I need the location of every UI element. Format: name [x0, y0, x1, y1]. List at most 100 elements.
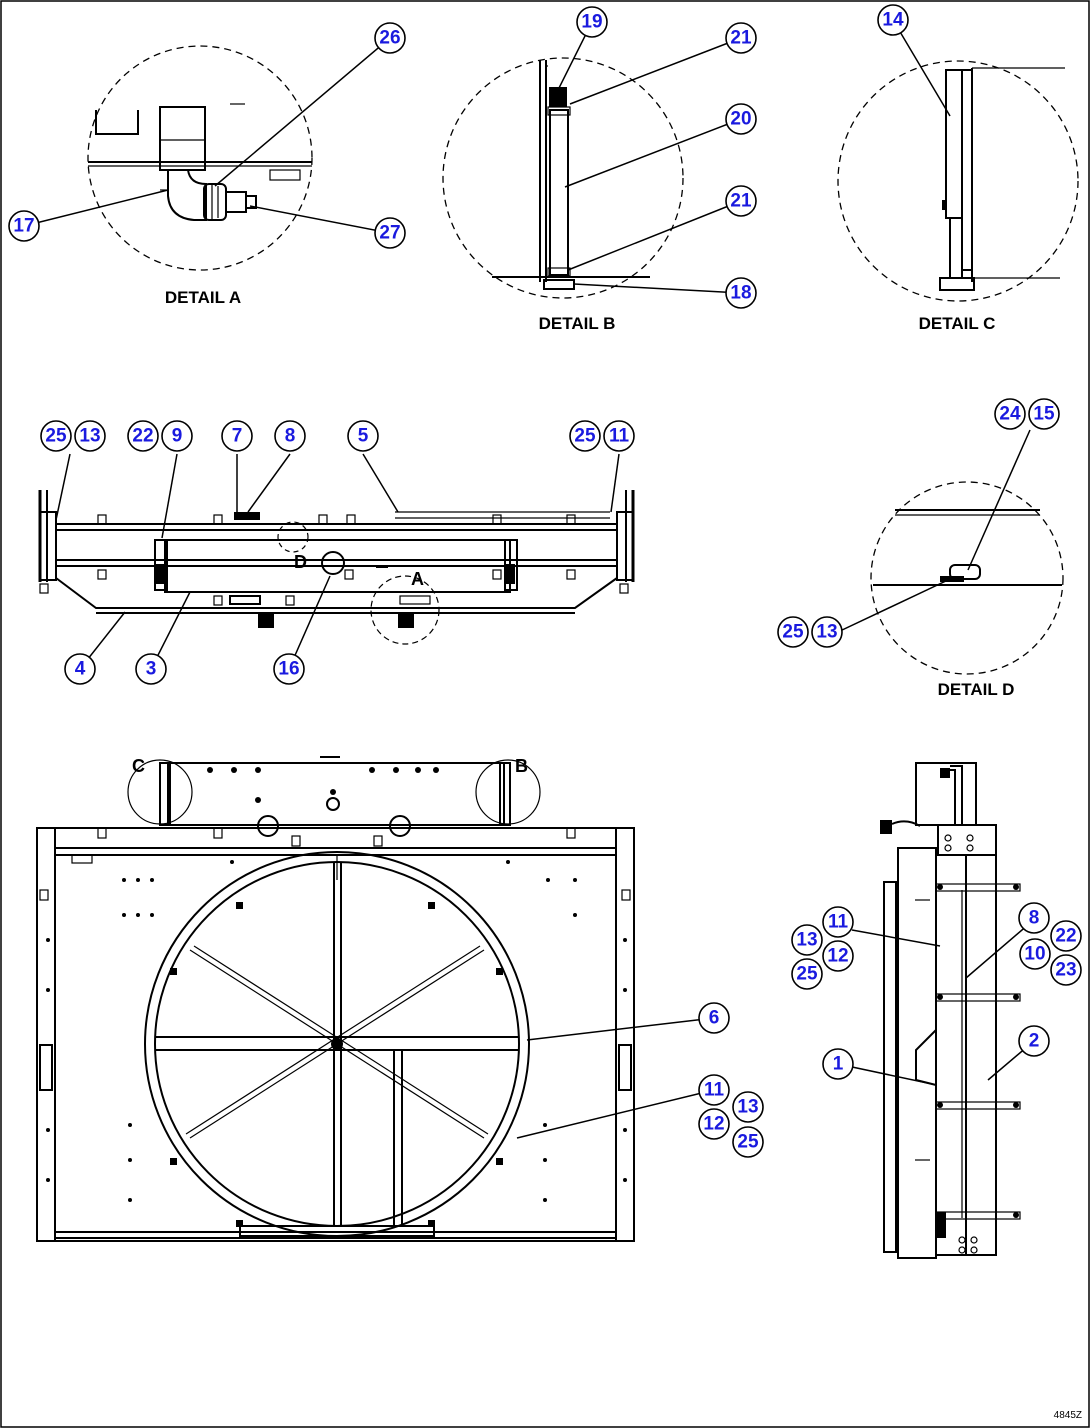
- balloon-label: 13: [796, 930, 817, 951]
- balloon-label: 25: [574, 426, 596, 447]
- detail-b-view: [442, 57, 684, 299]
- balloon-label: 10: [1024, 944, 1045, 965]
- balloon-3: 3: [135, 653, 167, 685]
- balloon-label: 27: [379, 223, 400, 244]
- detail-d-leaders: [839, 429, 1031, 632]
- balloon-21: 21: [725, 185, 757, 217]
- balloon-label: 11: [704, 1080, 725, 1101]
- balloon-label: 13: [79, 426, 100, 447]
- balloon-label: 23: [1055, 960, 1076, 981]
- balloon-12: 12: [822, 940, 854, 972]
- balloon-label: 22: [132, 426, 153, 447]
- balloon-25: 25: [569, 420, 601, 452]
- balloon-12: 12: [698, 1108, 730, 1140]
- shroud-bolts: [170, 902, 503, 1227]
- top-view-leaders: [55, 453, 620, 670]
- balloon-11: 11: [822, 906, 854, 938]
- detail-d-marker: D: [294, 552, 307, 572]
- side-view: [880, 762, 1021, 1259]
- balloon-label: 25: [45, 426, 67, 447]
- balloon-label: 13: [737, 1097, 758, 1118]
- detail-b-leaders: [557, 21, 742, 294]
- balloon-6: 6: [698, 1002, 730, 1034]
- detail-b-caption: DETAIL B: [539, 314, 616, 333]
- balloon-label: 11: [828, 912, 849, 933]
- balloon-13: 13: [811, 616, 843, 648]
- balloon-22: 22: [127, 420, 159, 452]
- balloon-8: 8: [1018, 902, 1050, 934]
- detail-a-leaders: [23, 37, 391, 234]
- balloon-13: 13: [791, 924, 823, 956]
- balloon-label: 5: [358, 426, 369, 447]
- balloon-19: 19: [576, 6, 608, 38]
- balloon-label: 22: [1055, 926, 1076, 947]
- balloon-25: 25: [791, 958, 823, 990]
- detail-a-view: [87, 45, 313, 271]
- balloon-24: 24: [994, 398, 1026, 430]
- balloon-4: 4: [64, 653, 96, 685]
- detail-a-marker: A: [411, 569, 424, 589]
- detail-d-caption: DETAIL D: [938, 680, 1015, 699]
- balloon-7: 7: [221, 420, 253, 452]
- balloon-label: 20: [730, 109, 751, 130]
- detail-c-caption: DETAIL C: [919, 314, 996, 333]
- balloon-1: 1: [822, 1048, 854, 1080]
- balloon-11: 11: [698, 1074, 730, 1106]
- balloon-label: 21: [730, 28, 752, 49]
- balloon-label: 18: [730, 283, 751, 304]
- balloon-26: 26: [374, 22, 406, 54]
- balloon-8: 8: [274, 420, 306, 452]
- front-view-leaders: [516, 1017, 715, 1139]
- detail-c-leaders: [892, 19, 951, 117]
- balloon-25: 25: [732, 1126, 764, 1158]
- balloon-10: 10: [1019, 938, 1051, 970]
- balloon-25: 25: [40, 420, 72, 452]
- balloon-label: 8: [1029, 908, 1040, 929]
- balloon-15: 15: [1028, 398, 1060, 430]
- side-brackets: [935, 883, 1021, 1220]
- balloon-label: 25: [796, 964, 818, 985]
- balloon-21: 21: [725, 22, 757, 54]
- balloon-13: 13: [74, 420, 106, 452]
- balloon-label: 3: [146, 659, 157, 680]
- balloon-16: 16: [273, 653, 305, 685]
- balloon-label: 26: [379, 28, 400, 49]
- balloon-label: 6: [709, 1008, 720, 1029]
- balloon-14: 14: [877, 4, 909, 36]
- balloon-2: 2: [1018, 1025, 1050, 1057]
- balloon-22: 22: [1050, 920, 1082, 952]
- balloon-label: 15: [1033, 404, 1055, 425]
- balloon-label: 24: [999, 404, 1021, 425]
- balloon-5: 5: [347, 420, 379, 452]
- balloon-label: 7: [232, 426, 243, 447]
- balloon-label: 25: [782, 622, 804, 643]
- balloon-label: 9: [172, 426, 183, 447]
- balloon-25: 25: [777, 616, 809, 648]
- balloon-label: 8: [285, 426, 296, 447]
- detail-d-view: [870, 481, 1064, 675]
- front-bolt-dots: [46, 860, 627, 1202]
- balloon-18: 18: [725, 277, 757, 309]
- balloon-label: 25: [737, 1132, 759, 1153]
- balloon-17: 17: [8, 210, 40, 242]
- detail-a-caption: DETAIL A: [165, 288, 241, 307]
- balloon-11: 11: [603, 420, 635, 452]
- balloon-label: 17: [13, 216, 34, 237]
- balloon-27: 27: [374, 217, 406, 249]
- balloon-label: 2: [1029, 1031, 1040, 1052]
- balloon-9: 9: [161, 420, 193, 452]
- balloon-label: 16: [278, 659, 299, 680]
- detail-c-marker: C: [132, 756, 145, 776]
- top-view: [38, 490, 635, 645]
- balloon-label: 4: [75, 659, 86, 680]
- balloon-23: 23: [1050, 954, 1082, 986]
- balloon-label: 21: [730, 191, 752, 212]
- balloon-group: 26 17 27 19 21 20 21 18 14 25 13 22 9 7 …: [8, 4, 1082, 1158]
- balloon-label: 13: [816, 622, 837, 643]
- drawing-code: 4845Z: [1054, 1410, 1082, 1421]
- balloon-13: 13: [732, 1091, 764, 1123]
- detail-c-view: [837, 60, 1079, 302]
- balloon-label: 11: [609, 426, 630, 447]
